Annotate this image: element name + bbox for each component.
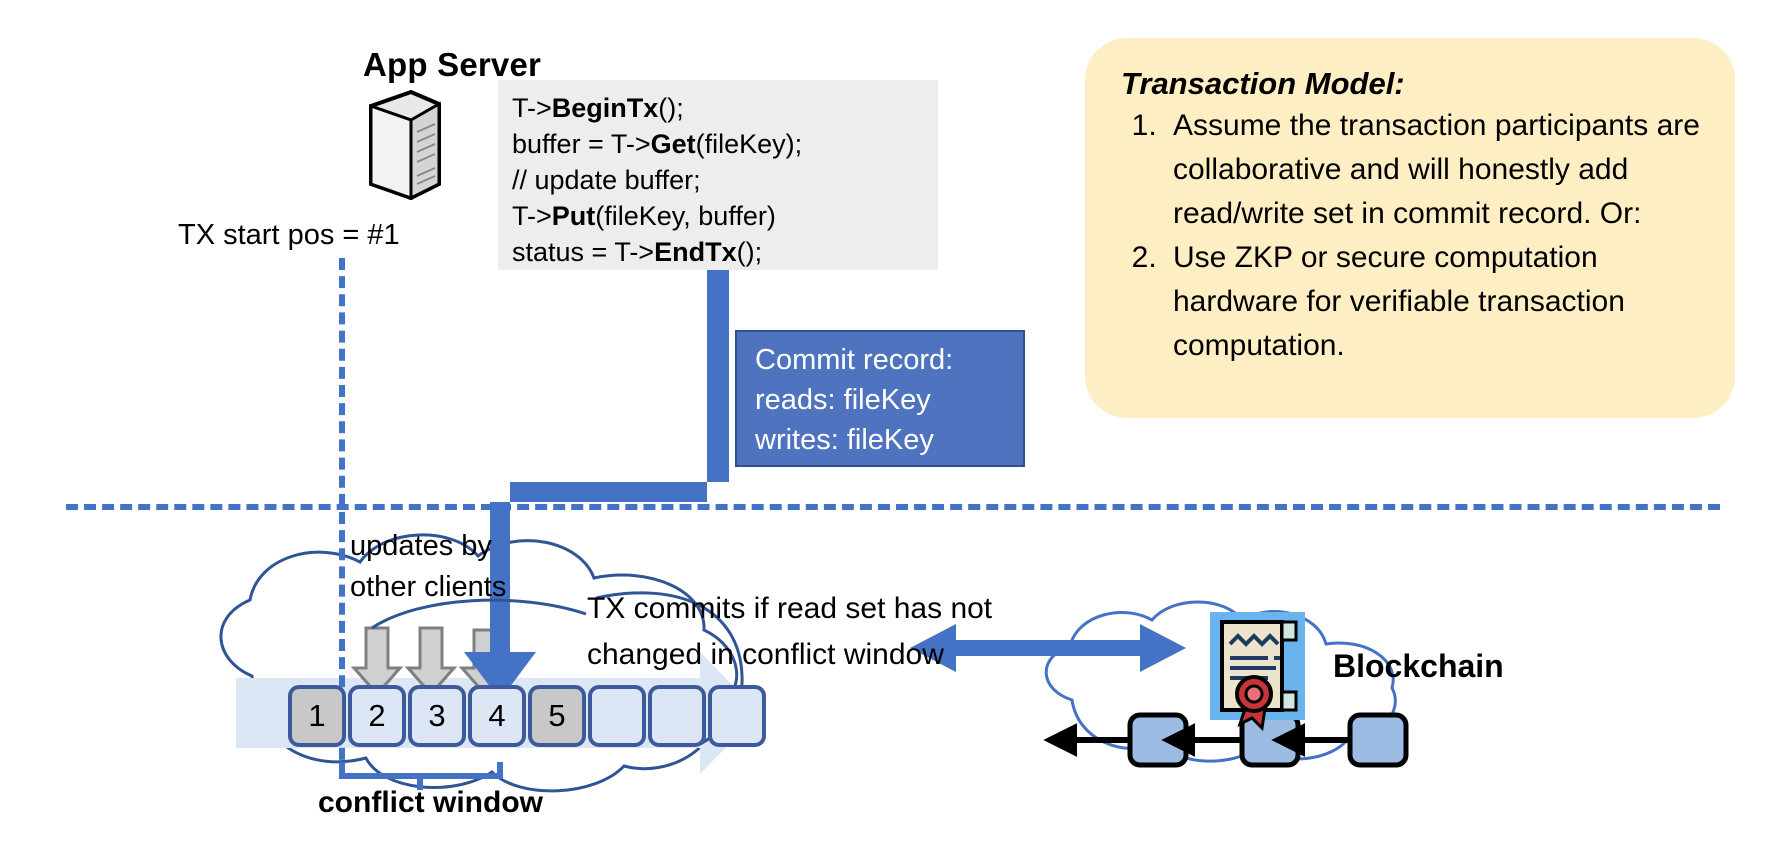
transaction-model-title: Transaction Model: — [1121, 66, 1405, 101]
tx-start-pos-label: TX start pos = #1 — [178, 219, 400, 251]
blockchain-cloud — [1044, 600, 1397, 763]
log-entry[interactable] — [648, 685, 706, 747]
log-entry[interactable] — [588, 685, 646, 747]
transaction-model-list: Assume the transaction participants are … — [1121, 104, 1701, 368]
log-entry[interactable]: 5 — [528, 685, 586, 747]
transaction-model-item: Use ZKP or secure computation hardware f… — [1165, 236, 1701, 368]
updates-label-line1: updates by — [350, 530, 492, 562]
code-line: T->Put(fileKey, buffer) — [512, 201, 776, 231]
code-block: T->BeginTx(); buffer = T->Get(fileKey); … — [498, 80, 938, 270]
code-line: // update buffer; — [512, 165, 701, 195]
log-entry[interactable]: 2 — [348, 685, 406, 747]
log-entry[interactable] — [708, 685, 766, 747]
certificate-seal-icon — [1210, 612, 1305, 732]
conflict-window-label: conflict window — [318, 786, 543, 819]
updates-label-line2: other clients — [350, 571, 507, 603]
tx-start-position-line — [339, 258, 345, 778]
transaction-model-item: Assume the transaction participants are … — [1165, 104, 1701, 236]
server-tower-icon — [369, 89, 441, 200]
blockchain-label: Blockchain — [1333, 648, 1504, 684]
sync-double-arrow — [910, 624, 1186, 672]
tx-commit-condition-label: TX commits if read set has not changed i… — [587, 586, 992, 678]
transaction-model-callout: Transaction Model: Assume the transactio… — [1085, 38, 1735, 418]
code-line: buffer = T->Get(fileKey); — [512, 129, 803, 159]
commit-record-line: reads: fileKey — [755, 384, 931, 416]
commit-record-line: writes: fileKey — [755, 424, 934, 456]
log-entry[interactable]: 1 — [288, 685, 346, 747]
app-server-title: App Server — [363, 46, 542, 83]
updates-by-other-clients-label: updates by other clients — [350, 526, 506, 608]
commit-flow-arrow — [464, 270, 729, 700]
code-line: T->BeginTx(); — [512, 93, 684, 123]
commit-record-line: Commit record: — [755, 344, 954, 376]
client-storage-divider — [66, 504, 1720, 510]
code-line: status = T->EndTx(); — [512, 237, 763, 267]
commit-condition-line2: changed in conflict window — [587, 638, 944, 671]
commit-condition-line1: TX commits if read set has not — [587, 592, 993, 625]
commit-record-box: Commit record: reads: fileKey writes: fi… — [735, 330, 1025, 467]
log-entry[interactable]: 3 — [408, 685, 466, 747]
blockchain-blocks — [1043, 712, 1409, 768]
log-cloud — [219, 533, 739, 793]
log-entry[interactable]: 4 — [468, 685, 526, 747]
